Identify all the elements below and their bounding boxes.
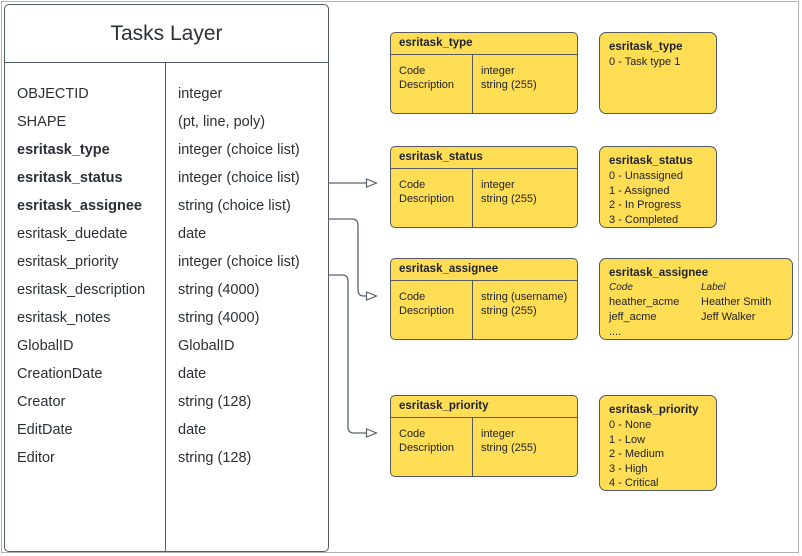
- domain-values-column-headers: Code Label: [609, 281, 783, 295]
- domain-value-code: heather_acme: [609, 296, 680, 308]
- domain-table-right-cell: integer string (255): [473, 55, 577, 113]
- domain-field-type: integer: [481, 179, 515, 191]
- field-name: GlobalID: [17, 338, 74, 354]
- field-type: date: [178, 422, 207, 438]
- domain-value-line: 3 - Completed: [609, 213, 679, 226]
- domain-values-code-header: Code: [609, 282, 633, 293]
- field-name: SHAPE: [17, 114, 67, 130]
- domain-table-right-cell: integer string (255): [473, 169, 577, 227]
- field-name: esritask_type: [17, 142, 110, 158]
- field-name: esritask_status: [17, 170, 123, 186]
- domain-value-row: heather_acme Heather Smith: [609, 295, 783, 310]
- domain-table-header: esritask_type: [391, 33, 577, 55]
- domain-values-esritask-status[interactable]: esritask_status 0 - Unassigned 1 - Assig…: [599, 146, 717, 228]
- domain-value-line: 3 - High: [609, 462, 648, 475]
- domain-field-type: integer: [481, 65, 515, 77]
- field-type: GlobalID: [178, 338, 235, 354]
- domain-field-label: Code: [399, 179, 426, 191]
- domain-value-label: Heather Smith: [701, 296, 772, 308]
- entity-field-type-column: integer (pt, line, poly) integer (choice…: [166, 63, 328, 551]
- field-name: esritask_description: [17, 282, 146, 298]
- domain-value-label: Jeff Walker: [701, 311, 756, 323]
- field-type: integer (choice list): [178, 170, 300, 186]
- domain-value-line: 2 - Medium: [609, 448, 665, 460]
- domain-table-header: esritask_assignee: [391, 259, 577, 281]
- field-type: date: [178, 366, 207, 382]
- domain-field-type: string (255): [481, 442, 537, 454]
- field-type: integer (choice list): [178, 142, 300, 158]
- domain-value-label: [701, 325, 783, 340]
- domain-field-label: Description: [399, 305, 455, 317]
- domain-table-right-cell: string (username) string (255): [473, 281, 577, 339]
- field-type: string (128): [178, 394, 252, 410]
- domain-values-esritask-assignee[interactable]: esritask_assignee Code Label heather_acm…: [599, 258, 793, 340]
- field-type: string (128): [178, 450, 252, 466]
- domain-value-line: 1 - Low: [609, 433, 646, 446]
- field-name: CreationDate: [17, 366, 103, 382]
- domain-table-left-cell: Code Description: [391, 418, 473, 476]
- domain-field-type: string (255): [481, 305, 537, 317]
- domain-table-body: Code Description integer string (255): [391, 55, 577, 113]
- domain-table-esritask-assignee[interactable]: esritask_assignee Code Description strin…: [390, 258, 578, 340]
- domain-value-code: jeff_acme: [609, 311, 657, 323]
- domain-table-esritask-type[interactable]: esritask_type Code Description integer s…: [390, 32, 578, 114]
- domain-field-label: Description: [399, 79, 455, 91]
- domain-table-left-cell: Code Description: [391, 55, 473, 113]
- field-name: esritask_priority: [17, 254, 119, 270]
- field-name: OBJECTID: [17, 86, 89, 102]
- domain-values-title: esritask_priority: [609, 404, 699, 416]
- domain-table-header: esritask_status: [391, 147, 577, 169]
- domain-value-line: 0 - Task type 1: [609, 56, 681, 68]
- entity-table-tasks-layer[interactable]: Tasks Layer OBJECTID SHAPE esritask_type…: [4, 4, 329, 552]
- field-type: date: [178, 226, 207, 242]
- domain-table-esritask-status[interactable]: esritask_status Code Description integer…: [390, 146, 578, 228]
- domain-field-label: Code: [399, 65, 426, 77]
- field-type: (pt, line, poly): [178, 114, 266, 130]
- field-type: integer: [178, 86, 223, 102]
- field-type: string (4000): [178, 310, 260, 326]
- domain-table-body: Code Description string (username) strin…: [391, 281, 577, 339]
- domain-table-esritask-priority[interactable]: esritask_priority Code Description integ…: [390, 395, 578, 477]
- domain-field-label: Description: [399, 442, 455, 454]
- domain-values-title: esritask_status: [609, 155, 693, 167]
- domain-table-body: Code Description integer string (255): [391, 418, 577, 476]
- domain-field-type: string (255): [481, 193, 537, 205]
- domain-value-code: ....: [609, 326, 622, 338]
- domain-values-esritask-priority[interactable]: esritask_priority 0 - None 1 - Low 2 - M…: [599, 395, 717, 491]
- entity-body: OBJECTID SHAPE esritask_type esritask_st…: [5, 63, 328, 551]
- domain-field-label: Code: [399, 428, 426, 440]
- field-name: esritask_notes: [17, 310, 111, 326]
- field-name: esritask_assignee: [17, 198, 142, 214]
- entity-field-name-column: OBJECTID SHAPE esritask_type esritask_st…: [5, 63, 166, 551]
- domain-value-row: jeff_acme Jeff Walker: [609, 310, 783, 325]
- field-type: string (4000): [178, 282, 260, 298]
- domain-table-body: Code Description integer string (255): [391, 169, 577, 227]
- entity-title: Tasks Layer: [5, 5, 328, 63]
- domain-value-line: 0 - None: [609, 419, 652, 431]
- domain-field-type: integer: [481, 428, 515, 440]
- field-type: integer (choice list): [178, 254, 300, 270]
- field-name: EditDate: [17, 422, 73, 438]
- domain-table-right-cell: integer string (255): [473, 418, 577, 476]
- domain-value-line: 4 - Critical: [609, 477, 659, 489]
- domain-values-title: esritask_assignee: [609, 267, 709, 279]
- domain-field-label: Description: [399, 193, 455, 205]
- domain-field-type: string (255): [481, 79, 537, 91]
- domain-value-line: 2 - In Progress: [609, 199, 682, 211]
- domain-value-row: ....: [609, 325, 783, 340]
- domain-value-line: 1 - Assigned: [609, 184, 670, 197]
- domain-table-left-cell: Code Description: [391, 169, 473, 227]
- domain-table-left-cell: Code Description: [391, 281, 473, 339]
- field-name: Editor: [17, 450, 55, 466]
- field-name: Creator: [17, 394, 66, 410]
- field-name: esritask_duedate: [17, 226, 128, 242]
- domain-field-type: string (username): [481, 291, 568, 303]
- domain-table-header: esritask_priority: [391, 396, 577, 418]
- domain-field-label: Code: [399, 291, 426, 303]
- domain-values-title: esritask_type: [609, 41, 683, 53]
- domain-value-line: 0 - Unassigned: [609, 170, 683, 182]
- domain-values-esritask-type[interactable]: esritask_type 0 - Task type 1: [599, 32, 717, 114]
- domain-values-label-header: Label: [701, 282, 726, 293]
- field-type: string (choice list): [178, 198, 291, 214]
